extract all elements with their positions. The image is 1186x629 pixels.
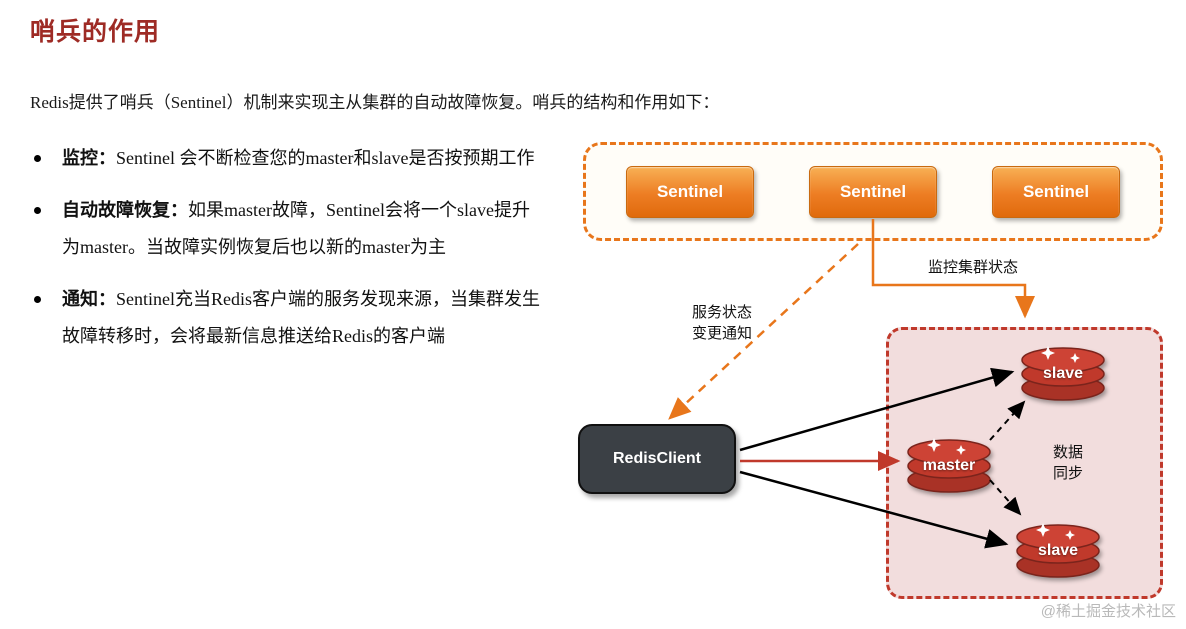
bullet-lead: 通知： bbox=[62, 289, 116, 309]
sync-label-line1: 数据 bbox=[1052, 445, 1083, 461]
bullet-item-monitor: 监控：Sentinel 会不断检查您的master和slave是否按预期工作 bbox=[30, 140, 546, 177]
bullet-dot-icon bbox=[34, 155, 41, 162]
bullet-item-notify: 通知：Sentinel充当Redis客户端的服务发现来源，当集群发生故障转移时，… bbox=[30, 281, 546, 355]
monitor-status-label: 监控集群状态 bbox=[928, 260, 1019, 276]
watermark: @稀土掘金技术社区 bbox=[1040, 603, 1176, 620]
bullet-lead: 监控： bbox=[62, 148, 116, 168]
bullet-text: Sentinel充当Redis客户端的服务发现来源，当集群发生故障转移时，会将最… bbox=[62, 289, 540, 346]
data-sync-label: 数据 同步 bbox=[1046, 443, 1090, 485]
redis-icon bbox=[1016, 523, 1100, 578]
sentinel-node-3: Sentinel bbox=[992, 165, 1120, 218]
node-label: slave bbox=[1037, 542, 1079, 559]
bullet-lead: 自动故障恢复： bbox=[62, 200, 188, 220]
notify-label: 服务状态 变更通知 bbox=[680, 303, 764, 345]
bullet-text: Sentinel 会不断检查您的master和slave是否按预期工作 bbox=[116, 148, 535, 168]
redis-icon bbox=[1021, 346, 1105, 401]
redis-client-node: RedisClient bbox=[578, 424, 736, 494]
bullet-dot-icon bbox=[34, 296, 41, 303]
bullet-text: 如果master故障，Sentinel会将一个slave提升为master。当故… bbox=[62, 200, 530, 257]
page-title: 哨兵的作用 bbox=[30, 19, 161, 46]
sentinel-group-box: Sentinel Sentinel Sentinel bbox=[583, 142, 1163, 241]
master-node: master bbox=[906, 428, 992, 494]
notify-label-line2: 变更通知 bbox=[691, 326, 752, 342]
sync-label-line2: 同步 bbox=[1052, 466, 1083, 482]
notify-label-line1: 服务状态 bbox=[691, 305, 752, 321]
bullet-list: 监控：Sentinel 会不断检查您的master和slave是否按预期工作 自… bbox=[30, 140, 546, 370]
slave-node-top: slave bbox=[1020, 336, 1106, 402]
bullet-item-failover: 自动故障恢复：如果master故障，Sentinel会将一个slave提升为ma… bbox=[30, 192, 546, 266]
node-label: slave bbox=[1042, 365, 1084, 382]
node-label: master bbox=[922, 457, 976, 474]
intro-text: Redis提供了哨兵（Sentinel）机制来实现主从集群的自动故障恢复。哨兵的… bbox=[30, 93, 720, 112]
bullet-dot-icon bbox=[34, 207, 41, 214]
sentinel-node-2: Sentinel bbox=[809, 165, 937, 218]
sentinel-node-1: Sentinel bbox=[626, 165, 754, 218]
slave-node-bottom: slave bbox=[1015, 513, 1101, 579]
